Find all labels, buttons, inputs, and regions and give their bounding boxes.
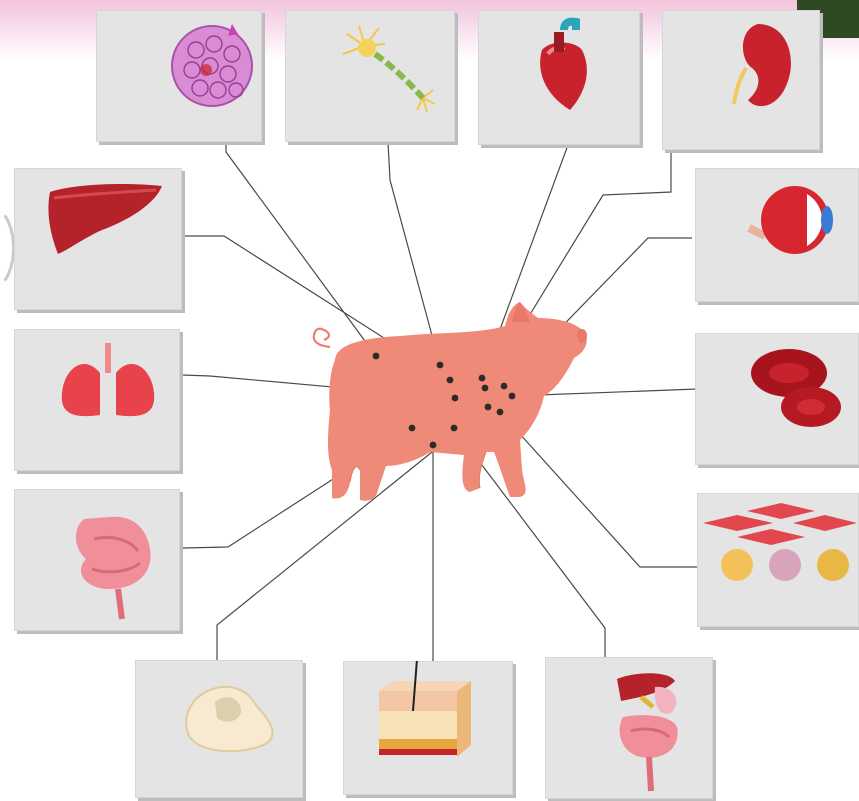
card-kidney[interactable] xyxy=(662,10,820,150)
heart-valve-icon xyxy=(135,660,303,798)
pancreas-tissue-icon xyxy=(96,10,262,142)
card-pancreas[interactable] xyxy=(96,10,262,142)
eye-icon xyxy=(695,168,859,302)
heart-icon xyxy=(478,10,640,145)
intestine-icon xyxy=(14,489,180,631)
card-digestive[interactable] xyxy=(545,657,713,799)
muscle-fat-cells-icon xyxy=(697,493,859,627)
card-valve[interactable] xyxy=(135,660,303,798)
card-intestine[interactable] xyxy=(14,489,180,631)
card-heart[interactable] xyxy=(478,10,640,145)
skin-layers-icon xyxy=(343,661,513,795)
pig-icon xyxy=(314,302,587,501)
card-blood[interactable] xyxy=(695,333,859,465)
liver-icon xyxy=(14,168,182,310)
card-skin[interactable] xyxy=(343,661,513,795)
card-neuron[interactable] xyxy=(285,10,455,142)
card-muscle[interactable] xyxy=(697,493,859,627)
digestive-system-icon xyxy=(545,657,713,799)
card-lungs[interactable] xyxy=(14,329,180,471)
card-liver[interactable] xyxy=(14,168,182,310)
card-eye[interactable] xyxy=(695,168,859,302)
neuron-icon xyxy=(285,10,455,142)
kidney-icon xyxy=(662,10,820,150)
red-blood-cells-icon xyxy=(695,333,859,465)
lungs-icon xyxy=(14,329,180,471)
